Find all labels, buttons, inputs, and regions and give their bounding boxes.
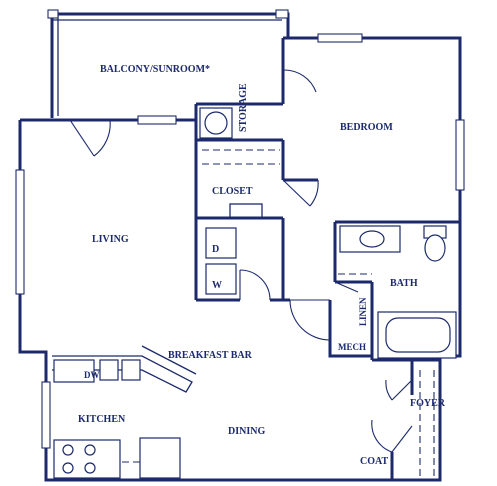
dishwasher-label: DW — [84, 370, 100, 380]
bath-label: BATH — [390, 278, 418, 289]
living-label: LIVING — [92, 234, 129, 245]
kitchen-counter — [52, 345, 197, 479]
balcony-label: BALCONY/SUNROOM* — [100, 64, 210, 75]
storage-water-heater — [199, 107, 233, 139]
mech-label: MECH — [338, 342, 366, 352]
washer-label: W — [212, 280, 222, 291]
door-swings — [69, 69, 413, 453]
dining-label: DINING — [228, 426, 265, 437]
breakfast-bar-label: BREAKFAST BAR — [168, 350, 253, 361]
bedroom-label: BEDROOM — [340, 122, 393, 133]
laundry-units — [205, 227, 237, 295]
linen-label: LINEN — [358, 297, 368, 326]
windows — [15, 33, 465, 449]
balcony-walls — [47, 9, 290, 118]
bath-fixtures — [339, 225, 457, 359]
dryer-label: D — [212, 244, 219, 255]
storage-label: STORAGE — [238, 83, 249, 132]
interior-walls — [194, 102, 460, 480]
closet-label: CLOSET — [212, 186, 253, 197]
kitchen-label: KITCHEN — [78, 414, 126, 425]
foyer-label: FOYER — [410, 398, 446, 409]
coat-label: COAT — [360, 456, 388, 467]
